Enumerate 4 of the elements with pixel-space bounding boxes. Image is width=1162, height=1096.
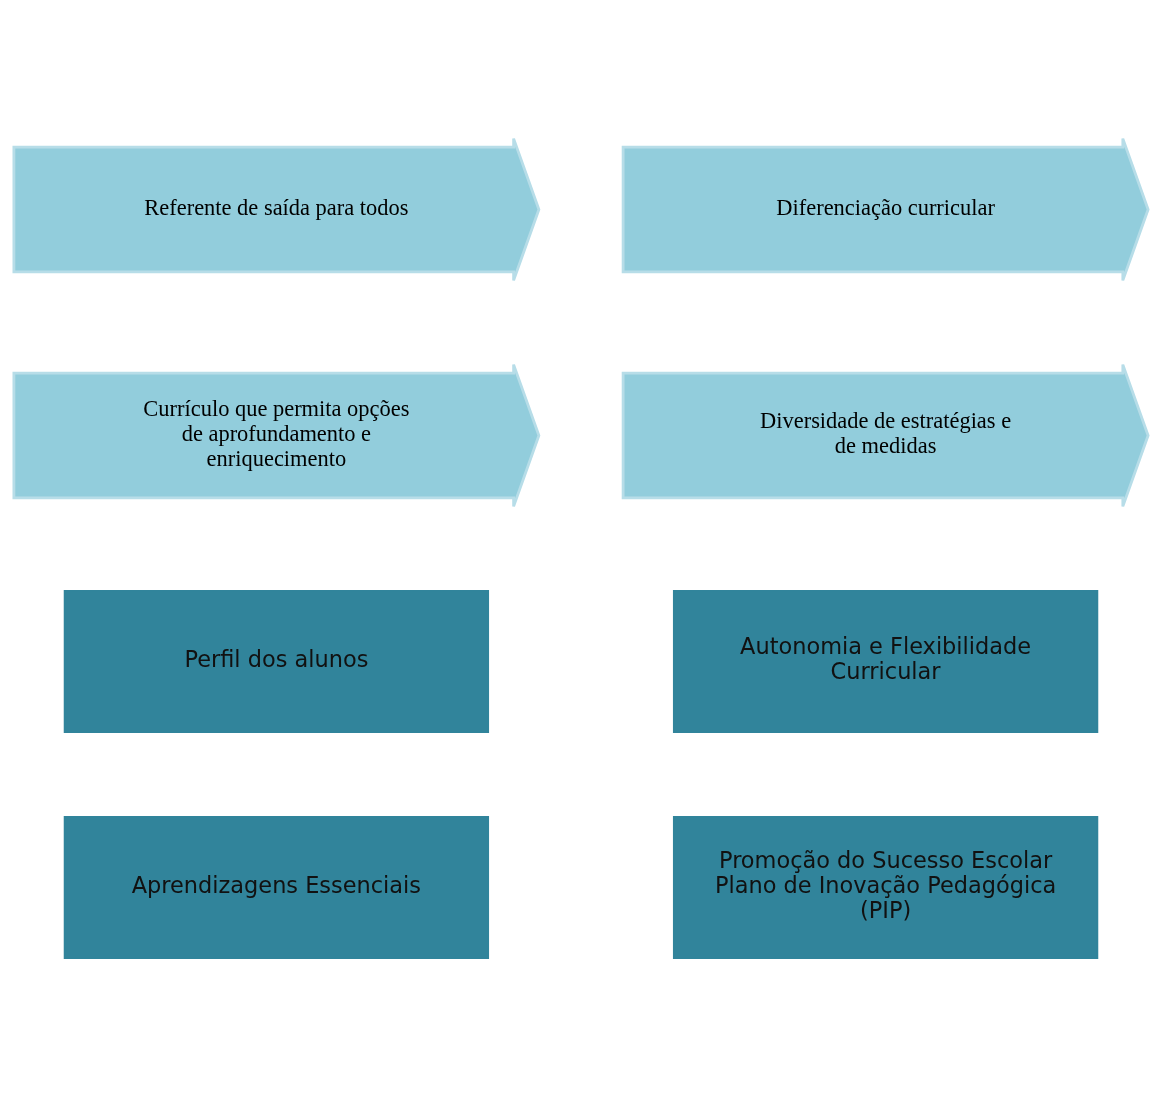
node-box: Promoção do Sucesso Escolar Plano de Inovação Pedagógica (PIP) xyxy=(672,815,1099,959)
node-box: Aprendizagens Essenciais xyxy=(63,815,490,959)
node-box: Perfil dos alunos xyxy=(63,589,490,733)
node-box: Autonomia e Flexibilidade Curricular xyxy=(672,589,1099,733)
